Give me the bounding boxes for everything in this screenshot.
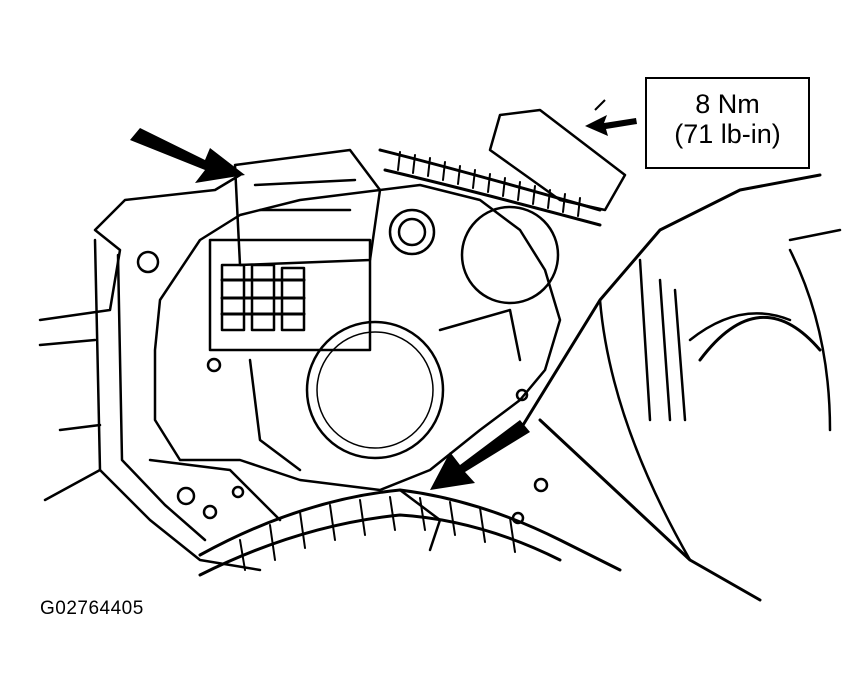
right-arm xyxy=(518,173,822,432)
connector-block xyxy=(208,238,372,352)
central-bore xyxy=(305,320,445,460)
arrow-lower xyxy=(430,420,530,490)
left-frame-inner xyxy=(116,253,207,542)
round-boss xyxy=(460,205,560,305)
bolt-head xyxy=(388,208,436,256)
arrow-torque xyxy=(585,115,637,136)
left-bracket xyxy=(38,173,242,322)
torque-metric: 8 Nm xyxy=(695,89,760,119)
arrow-upper-left xyxy=(130,128,245,183)
torque-imperial: (71 lb-in) xyxy=(674,119,781,149)
left-frame-outer xyxy=(93,238,262,572)
torque-callout-box: 8 Nm (71 lb-in) xyxy=(645,77,810,169)
wire-coil-upper xyxy=(378,148,602,227)
figure-id: G02764405 xyxy=(40,598,144,619)
housing-outline xyxy=(153,183,562,492)
